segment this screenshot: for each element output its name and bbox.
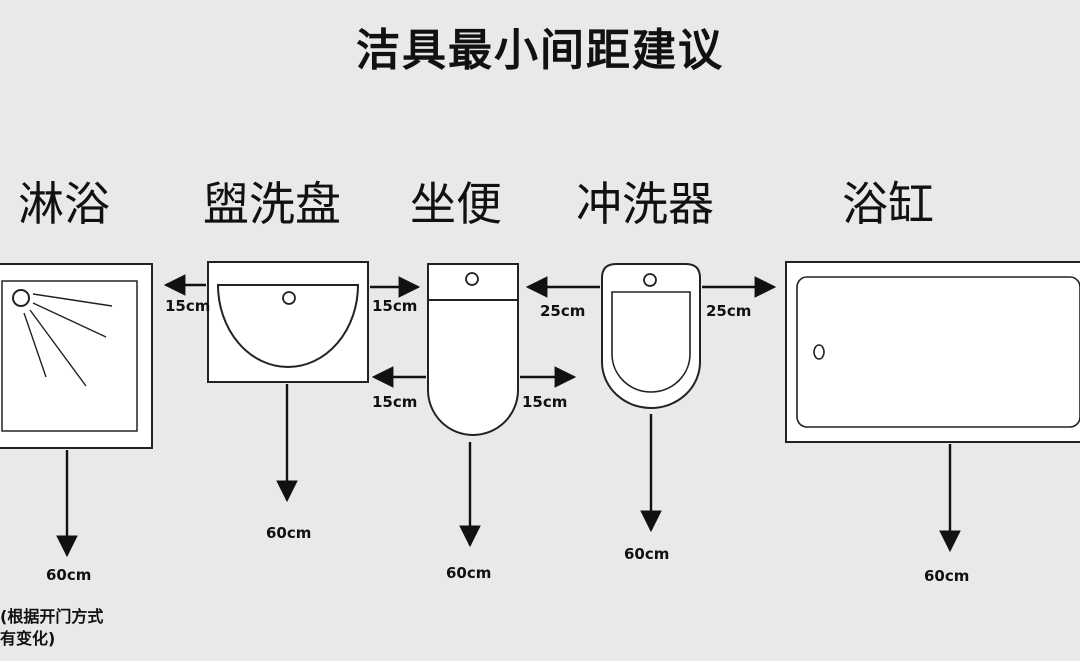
dim-toilet-front: 60cm	[446, 564, 492, 582]
bidet-shape	[601, 263, 701, 409]
door-note-line1: (根据开门方式	[0, 607, 104, 626]
label-shower: 淋浴	[18, 177, 110, 231]
label-bidet: 冲洗器	[576, 177, 714, 231]
label-toilet: 坐便	[410, 177, 502, 231]
door-note: (根据开门方式 有变化)	[0, 606, 103, 650]
label-bathtub: 浴缸	[842, 177, 934, 231]
tub-drain-icon	[813, 344, 825, 360]
dim-bidet-front: 60cm	[624, 545, 670, 563]
drain-icon	[282, 291, 296, 305]
dim-bidet-to-tub: 25cm	[706, 302, 752, 320]
washbasin-shape	[207, 261, 369, 383]
shower-head-icon	[12, 289, 30, 307]
dim-toilet-right: 15cm	[522, 393, 568, 411]
door-note-line2: 有变化)	[0, 629, 56, 648]
dim-tub-front: 60cm	[924, 567, 970, 585]
dim-shower-front: 60cm	[46, 566, 92, 584]
toilet-shape	[427, 263, 519, 436]
flush-button-icon	[465, 272, 479, 286]
dim-toilet-to-bidet: 25cm	[540, 302, 586, 320]
dim-shower-side: 15cm	[165, 297, 211, 315]
dim-basin-side: 15cm	[372, 297, 418, 315]
bathtub-shape	[785, 261, 1080, 443]
label-washbasin: 盥洗盘	[203, 177, 341, 231]
faucet-icon	[643, 273, 657, 287]
dim-toilet-left: 15cm	[372, 393, 418, 411]
dim-basin-front: 60cm	[266, 524, 312, 542]
shower-tray	[0, 263, 153, 449]
diagram-title: 洁具最小间距建议	[356, 25, 724, 76]
